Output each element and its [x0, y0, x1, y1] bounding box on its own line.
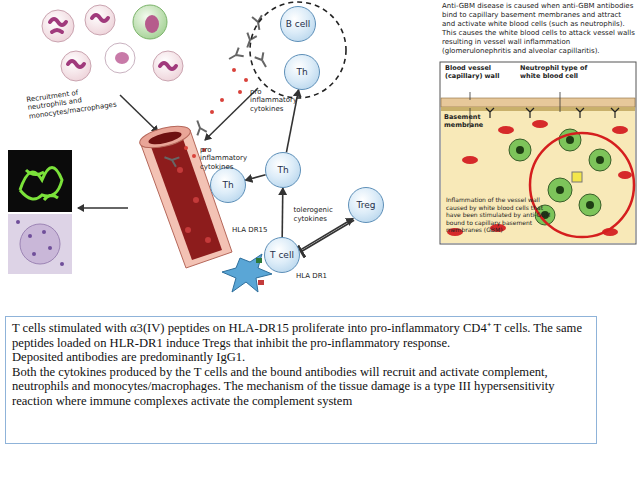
arrow-connector — [300, 219, 353, 251]
arrow-connector — [245, 175, 265, 181]
annotation-label: Inflammation of the vessel wall caused b… — [446, 196, 558, 234]
annotation-label: Basement membrane — [444, 114, 492, 130]
cell-name: Th — [222, 180, 233, 190]
annotation-label: pro inflammatory cytokines — [250, 88, 310, 113]
inhibition-connector — [301, 220, 354, 252]
cell-circle: Th — [284, 54, 320, 90]
annotation-label: Recruitment of neutrophils and monocytes… — [26, 83, 119, 120]
cell-name: T cell — [270, 250, 294, 260]
neutrophil-cluster — [42, 5, 183, 81]
fluorescence-image — [8, 150, 72, 212]
cell-name: Th — [296, 67, 307, 77]
caption-paragraph: Deposited antibodies are predominantly I… — [12, 350, 590, 365]
cell-name: Th — [277, 165, 288, 175]
leader-arrow — [78, 207, 128, 209]
leader-arrow — [120, 95, 158, 132]
annotation-label: Anti-GBM disease is caused when anti-GBM… — [442, 2, 636, 56]
caption-paragraph: Both the cytokines produced by the T cel… — [12, 365, 590, 409]
cell-name: Treg — [357, 200, 376, 210]
annotation-label: HLA DR1 — [296, 272, 336, 280]
cell-circle: Th — [210, 167, 246, 203]
arrow-connector — [281, 188, 283, 237]
histology-image — [8, 214, 72, 274]
dashed-group — [250, 2, 346, 98]
cytokine-dots — [184, 68, 248, 158]
cell-circle: Treg — [348, 187, 384, 223]
annotation-label: pro inflammatory cytokines — [200, 146, 258, 171]
annotation-label: HLA DR15 — [232, 226, 272, 234]
cell-name: B cell — [286, 19, 311, 29]
caption-box: T cells stimulated with α3(IV) peptides … — [5, 316, 597, 444]
annotation-label: Neutrophil type of white blood cell — [520, 65, 600, 81]
cell-circle: T cell — [264, 237, 300, 273]
cell-circle: B cell — [280, 6, 316, 42]
annotation-label: Blood vessel (capillary) wall — [445, 65, 507, 81]
cell-circle: Th — [265, 152, 301, 188]
caption-paragraph: T cells stimulated with α3(IV) peptides … — [12, 321, 590, 350]
vessel-wall-panel — [440, 62, 636, 244]
edge-label: tolerogenic cytokines — [294, 206, 350, 223]
